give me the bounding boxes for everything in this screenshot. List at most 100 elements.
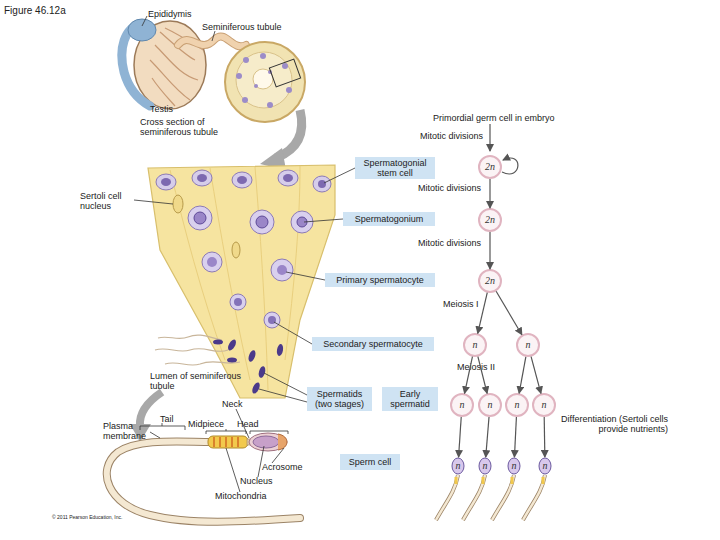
spermatids: [226, 338, 284, 394]
spermatid-head: [251, 381, 262, 394]
cell-dot: [243, 57, 249, 63]
leader-lines: [134, 168, 355, 402]
sperm-head: [227, 358, 237, 363]
germ-cell: [250, 210, 274, 234]
sperm-midpiece: [456, 477, 543, 484]
label-box: Spermatogonium: [343, 212, 435, 226]
sperm-tail: [155, 349, 228, 352]
flow-arrow: [486, 417, 489, 457]
leader-line: [150, 432, 160, 438]
section-cells: [236, 53, 292, 108]
cell-outline: [479, 394, 501, 416]
sperm-head-outline: [539, 458, 551, 474]
flow-arrow: [544, 417, 546, 457]
germ-cell: [192, 170, 212, 186]
ploidy-label: 2n: [485, 162, 495, 172]
cell-outline: [451, 394, 473, 416]
annotation-label: Nucleus: [240, 476, 273, 486]
leader-line: [286, 272, 325, 280]
tubule-wall: [148, 165, 335, 398]
cell-outline: [479, 270, 501, 292]
cell-outline: [479, 209, 501, 231]
label-box: Spermatogonial stem cell: [355, 157, 435, 179]
sertoli-cell-borders: [170, 166, 300, 390]
sperm-midpiece: [208, 436, 248, 448]
annotation-label: Sertoli cell nucleus: [80, 191, 142, 211]
annotation-label: Acrosome: [262, 462, 303, 472]
annotation-label: Mitotic divisions: [420, 131, 483, 141]
germ-cell: [271, 259, 293, 281]
annotation-label: © 2011 Pearson Education, Inc.: [52, 514, 122, 520]
cross-section: [225, 42, 305, 122]
box-label: Primary spermatocyte: [336, 275, 424, 285]
germ-cell: [188, 206, 212, 230]
annotation-label: Cross section of seminiferous tubule: [140, 117, 240, 137]
tubule-section: [225, 42, 305, 122]
cell-dot: [267, 102, 273, 108]
ploidy-label: 2n: [485, 215, 495, 225]
flow-arrow: [519, 357, 526, 393]
cell-outline: [479, 156, 501, 178]
figure-title: Figure 46.12a: [4, 5, 66, 17]
ploidy-label: n: [460, 400, 465, 410]
label-box: Secondary spermatocyte: [312, 337, 434, 351]
cell-nucleus: [161, 178, 171, 186]
annotation-label: Head: [237, 419, 259, 429]
annotation-label: Tail: [160, 414, 174, 424]
leader-line: [142, 16, 147, 26]
annotation-label: Testis: [150, 104, 173, 114]
ploidy-label: n: [456, 461, 461, 471]
germ-cell: [156, 174, 176, 190]
ploidy-label: n: [542, 400, 547, 410]
annotation-label: Midpiece: [188, 419, 224, 429]
tail-bracket: [140, 423, 185, 430]
spermatid-head: [247, 349, 257, 362]
self-renewal-arrow: [502, 158, 518, 174]
label-box: Spermatids (two stages): [307, 387, 372, 411]
zoom-frame: [269, 59, 300, 87]
flow-arrow: [478, 293, 488, 334]
origin-arrow: [489, 124, 490, 151]
lumen-sperm: [155, 335, 240, 365]
ploidy-label: n: [543, 461, 548, 471]
cell-dot: [254, 84, 258, 88]
annotation-label: Primordial germ cell in embryo: [433, 113, 555, 123]
annotation-label: Mitotic divisions: [418, 238, 481, 248]
germ-cell: [278, 170, 298, 186]
epididymis-head: [128, 19, 156, 41]
box-label: Sperm cell: [349, 457, 392, 467]
annotation-label: Epididymis: [148, 9, 192, 19]
ploidy-label: n: [512, 461, 517, 471]
spermatid-head: [276, 344, 284, 357]
leader-line: [274, 322, 312, 344]
flow-arrow: [514, 417, 516, 457]
sperm-tail: [158, 335, 222, 340]
label-box: Primary spermatocyte: [325, 273, 435, 287]
leader-line: [259, 389, 307, 402]
flow-arrow: [459, 417, 462, 457]
cell-dot: [242, 97, 248, 103]
sperm-tail: [165, 362, 240, 365]
annotation-label: Neck: [222, 399, 243, 409]
sperm-head-node: n: [538, 457, 552, 475]
ploidy-label: n: [526, 340, 531, 350]
spermatid-head: [258, 365, 267, 378]
annotation-label: Meiosis I: [443, 299, 479, 309]
sperm-head-node: n: [478, 457, 492, 475]
tubule-outline: [178, 37, 246, 47]
tubule-drawing: [178, 37, 246, 47]
germ-cell: [232, 172, 252, 188]
cell-nucleus: [234, 298, 242, 306]
cell-nucleus: [237, 176, 247, 184]
cell-nucleus: [256, 216, 268, 228]
sperm-tail: [107, 441, 300, 521]
flow-arrow: [489, 179, 490, 208]
cell-dot: [236, 73, 242, 79]
label-box: Sperm cell: [340, 454, 400, 470]
midpiece-bracket: [206, 429, 246, 434]
cell-outline: [464, 334, 486, 356]
cell-nucleus: [207, 257, 217, 267]
cell-nucleus: [194, 212, 206, 224]
cell-circle: n: [532, 393, 556, 417]
sperm-head-outline: [508, 458, 520, 474]
